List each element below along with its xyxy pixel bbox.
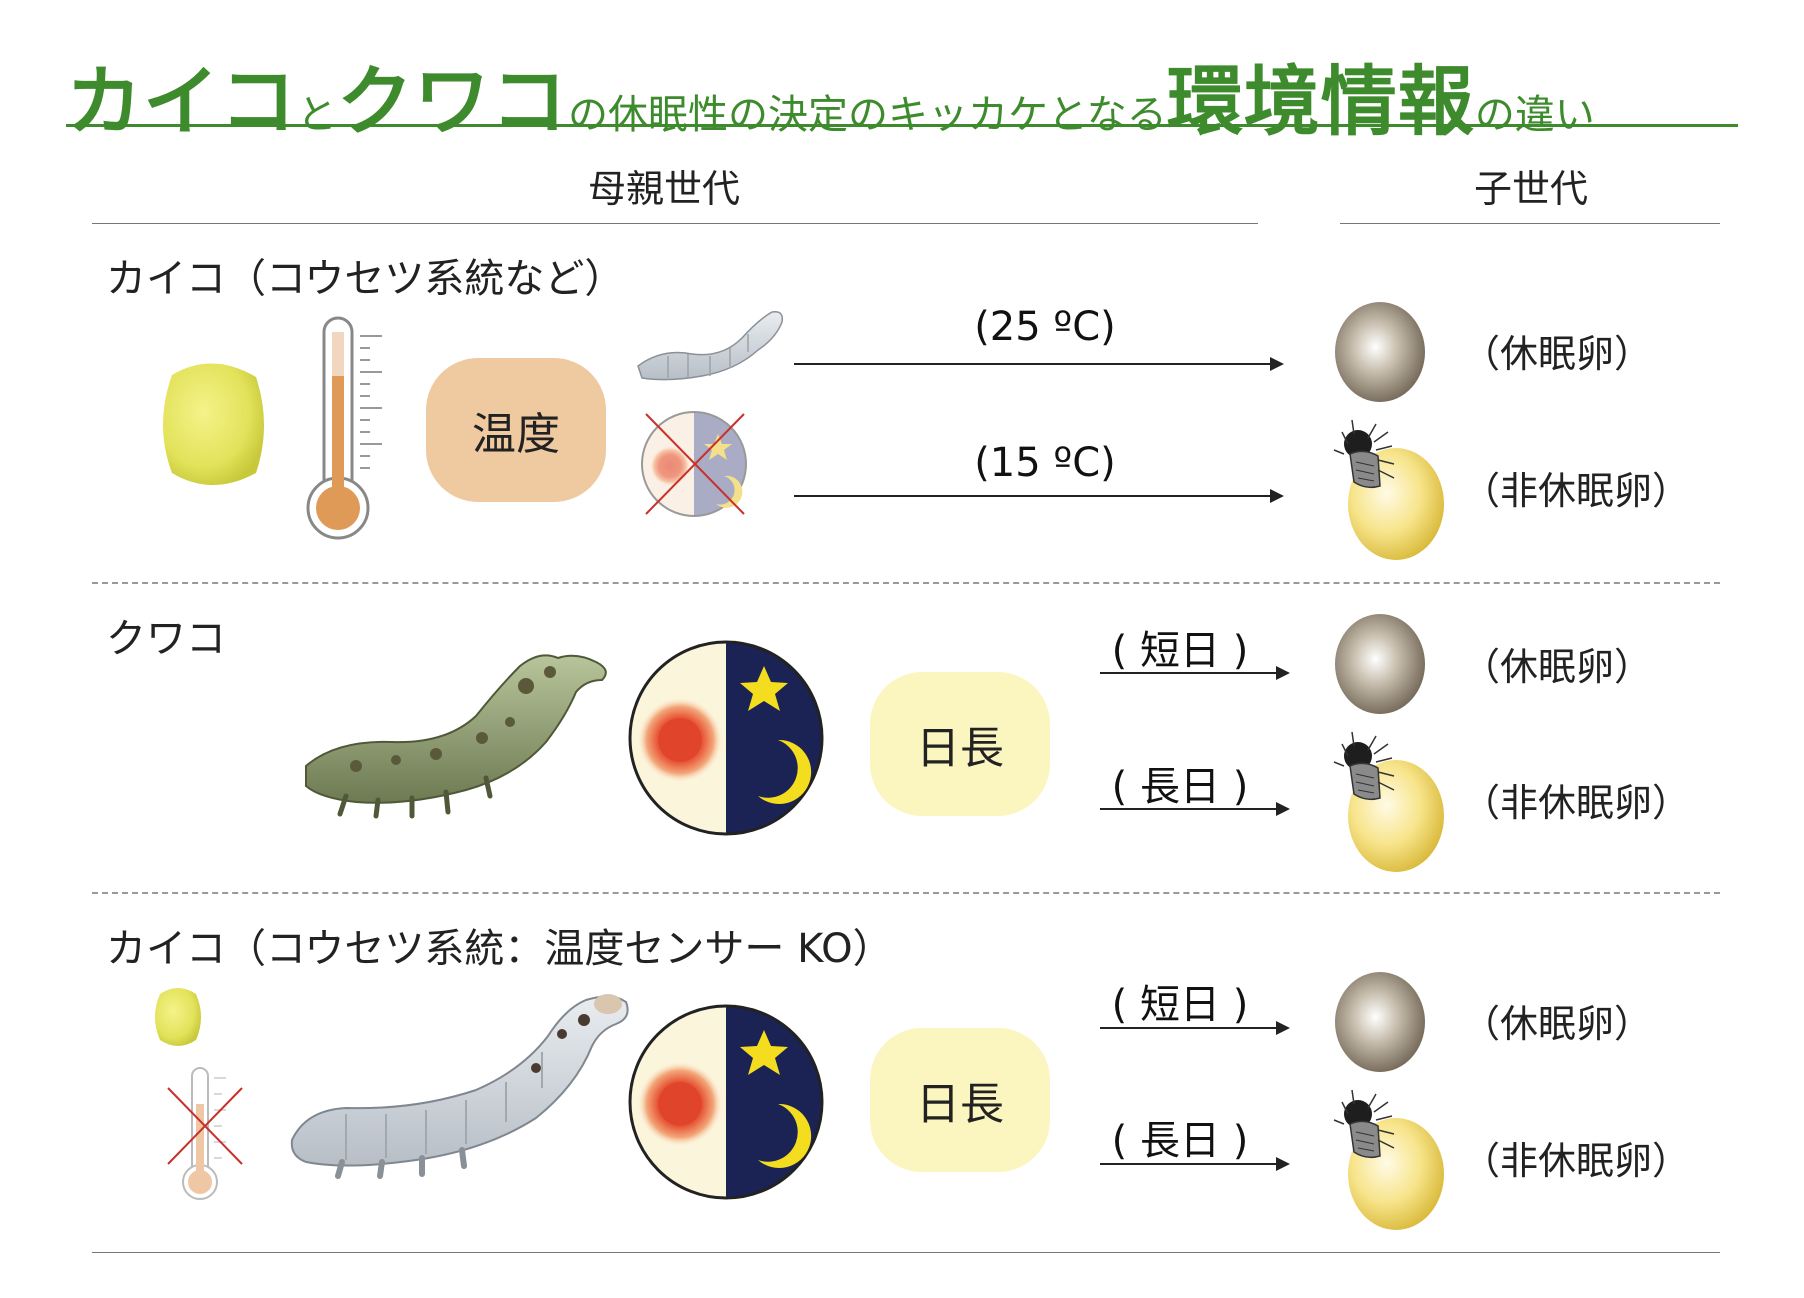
factor-label: 日長 (916, 723, 1004, 774)
diapause-egg-icon (1335, 972, 1425, 1072)
silkworm-larva-small-icon (637, 310, 784, 381)
section2-label: クワコ (106, 616, 226, 662)
cocoon-icon (163, 363, 264, 485)
result-diapause-egg: （休眠卵） (1462, 645, 1653, 689)
factor-daylength-pill: 日長 (870, 672, 1050, 816)
title-env-info: 環境情報 (1166, 57, 1475, 146)
title-silkworm: カイコ (66, 57, 297, 146)
factor-label: 温度 (472, 409, 560, 460)
result-non-diapause-egg: （非休眠卵） (1462, 781, 1691, 825)
arrow-long-day (1100, 1157, 1290, 1171)
cocoon-small-icon (155, 988, 201, 1046)
thermometer-icon (306, 316, 382, 540)
result-non-diapause-egg: （非休眠卵） (1462, 469, 1691, 513)
arrow-long-day (1100, 802, 1290, 816)
wild-silkworm-larva-icon (305, 654, 607, 819)
header-rule-child (1340, 223, 1720, 224)
section3-label: カイコ（コウセツ系統：温度センサー KO） (106, 926, 893, 972)
silkworm-larva-large-icon (290, 994, 629, 1179)
non-diapause-egg-icon (1333, 731, 1444, 872)
day-night-icon (628, 1004, 824, 1200)
title-end: の違い (1474, 92, 1595, 138)
header-rule-mother (92, 223, 1258, 224)
result-diapause-egg: （休眠卵） (1462, 332, 1653, 376)
section-divider-2 (92, 892, 1720, 894)
title-middle: の休眠性の決定のキッカケとなる (568, 92, 1167, 138)
result-diapause-egg: （休眠卵） (1462, 1002, 1653, 1046)
bottom-rule (92, 1252, 1720, 1253)
arrow-short-day (1100, 666, 1290, 680)
arrow-short-day (1100, 1021, 1290, 1035)
day-night-crossed-icon (641, 411, 747, 517)
condition-short-day: ( 短日 ) (1111, 628, 1249, 674)
condition-long-day: ( 長日 ) (1111, 1118, 1249, 1164)
non-diapause-egg-icon (1333, 1089, 1444, 1230)
diapause-egg-icon (1335, 302, 1425, 402)
factor-daylength-pill: 日長 (870, 1028, 1050, 1172)
non-diapause-egg-icon (1333, 419, 1444, 560)
title-underline (66, 124, 1738, 127)
condition-25c: (25 ºC) (974, 304, 1116, 350)
thermometer-crossed-icon (167, 1067, 243, 1200)
factor-label: 日長 (916, 1079, 1004, 1130)
header-mother-generation: 母親世代 (588, 167, 741, 211)
title-wild-silkworm: クワコ (337, 57, 568, 146)
section-divider-1 (92, 582, 1720, 584)
condition-15c: (15 ºC) (974, 440, 1116, 486)
arrow-15c (794, 489, 1284, 503)
day-night-icon (628, 640, 824, 836)
page-title: カイコとクワコの休眠性の決定のキッカケとなる環境情報の違い (66, 40, 1746, 146)
arrow-25c (794, 357, 1284, 371)
condition-short-day: ( 短日 ) (1111, 982, 1249, 1028)
title-and: と (297, 92, 337, 138)
result-non-diapause-egg: （非休眠卵） (1462, 1139, 1691, 1183)
diapause-egg-icon (1335, 614, 1425, 714)
factor-temperature-pill: 温度 (426, 358, 606, 502)
section1-label: カイコ（コウセツ系統など） (106, 256, 625, 302)
condition-long-day: ( 長日 ) (1111, 764, 1249, 810)
header-child-generation: 子世代 (1474, 167, 1589, 211)
